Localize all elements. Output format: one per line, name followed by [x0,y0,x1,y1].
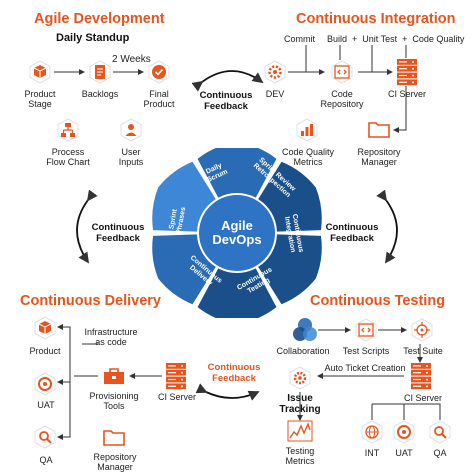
document-icon [88,60,112,84]
repository-manager-label: Repository Manager [357,147,401,167]
cd-uat-label: UAT [37,400,55,410]
bar-chart-icon [295,118,319,142]
feedback-right-label: Continuous Feedback [325,222,379,244]
collaboration-label: Collaboration [276,346,330,356]
continuous-testing-title: Continuous Testing [310,293,446,309]
globe-icon [360,420,384,444]
ct-qa-label: QA [433,448,447,458]
cycle-segment [258,161,322,232]
target-icon [410,318,434,342]
ci-server-label: CI Server [387,89,426,99]
cube-icon [33,316,57,340]
build-line-label: Build + Unit Test + Code Quality [327,34,465,44]
int-label: INT [364,448,380,458]
testing-metrics-label: Testing Metrics [285,446,315,466]
code-quality-metrics-label: Code Quality Metrics [281,147,335,167]
process-flow-chart-label: Process Flow Chart [46,147,90,167]
cycle-segment [258,234,322,305]
wrench-icon [33,372,57,396]
two-weeks-label: 2 Weeks [112,54,151,65]
cd-product-label: Product [29,346,61,356]
backlogs-label: Backlogs [81,89,119,99]
test-suite-label: Test Suite [403,346,443,356]
settings-icon [288,366,312,390]
continuous-delivery-title: Continuous Delivery [20,293,161,309]
commit-label: Commit [284,34,315,44]
cd-repository-manager-label: Repository Manager [93,452,137,472]
folder-icon [368,120,390,138]
cycle-segment [197,268,277,318]
cube-icon [28,60,52,84]
provisioning-tools-label: Provisioning Tools [89,391,139,411]
issue-tracking-label: Issue Tracking [279,393,321,415]
code-icon [330,60,354,84]
ct-uat-label: UAT [395,448,413,458]
daily-standup-subtitle: Daily Standup [56,32,130,44]
checkmark-icon [147,60,171,84]
cycle-segment [152,161,216,232]
feedback-top-label: Continuous Feedback [199,90,253,112]
product-stage-label: Product Stage [24,89,56,109]
agile-development-title: Agile Development [34,11,165,27]
user-icon [119,118,143,142]
cycle-center-title: Agile DevOps [212,218,262,247]
gear-icon [263,60,287,84]
continuous-integration-title: Continuous Integration [296,11,456,27]
chart-icon [287,420,313,442]
auto-ticket-label: Auto Ticket Creation [324,363,406,373]
folder-icon [103,428,125,446]
test-scripts-label: Test Scripts [342,346,390,356]
ct-ci-server-label: CI Server [403,393,442,403]
toolbox-icon [102,366,126,386]
server-icon [396,58,418,86]
final-product-label: Final Product [143,89,175,109]
flowchart-icon [56,118,80,142]
code-repository-label: Code Repository [320,89,364,109]
feedback-bottom-label: Continuous Feedback [207,362,261,384]
cycle-segment [197,148,277,198]
user-inputs-label: User Inputs [118,147,144,167]
wrench-icon [392,420,416,444]
cd-qa-label: QA [39,455,53,465]
collaboration-icon [291,316,319,344]
cycle-segment [152,234,216,305]
dev-label: DEV [265,89,285,99]
server-icon [410,362,432,390]
search-icon [33,425,57,449]
server-icon [165,362,187,390]
devops-cycle-wheel [152,148,322,318]
infrastructure-label: Infrastructure as code [84,327,138,347]
feedback-left-label: Continuous Feedback [91,222,145,244]
cd-ci-server-label: CI Server [157,392,196,402]
search-icon [428,420,452,444]
code-icon [354,318,378,342]
